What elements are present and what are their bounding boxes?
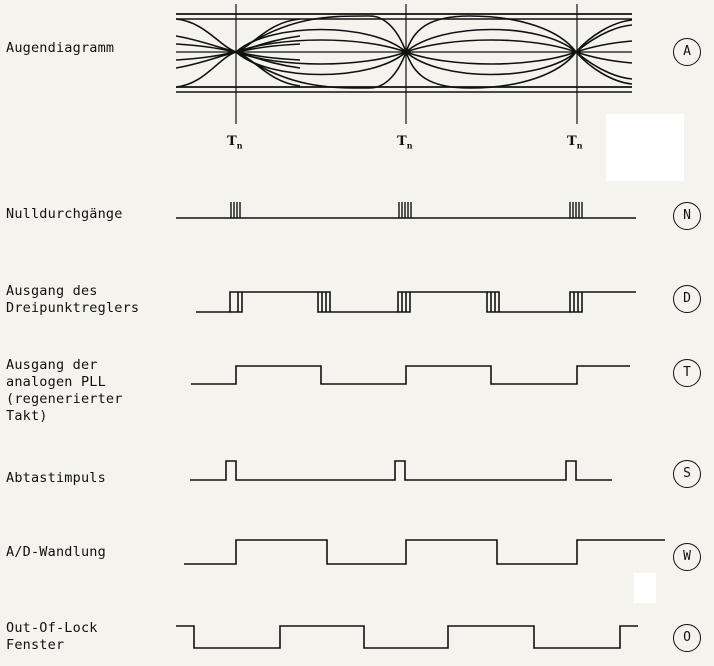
badge-n: N xyxy=(673,202,701,230)
badge-s: S xyxy=(673,460,701,488)
tick-label-2: Tn xyxy=(397,134,413,151)
badge-a: A xyxy=(673,38,701,66)
label-abtastimpuls: Abtastimpuls xyxy=(6,470,106,486)
wave-abtastimpuls xyxy=(190,460,612,481)
wave-out-of-lock xyxy=(176,625,638,649)
scan-patch xyxy=(606,114,684,181)
wave-nulldurchgaenge xyxy=(176,202,636,219)
badge-w: W xyxy=(673,543,701,571)
badge-t: T xyxy=(673,359,701,387)
wave-pll-takt xyxy=(191,365,630,385)
label-ad-wandlung: A/D-Wandlung xyxy=(6,544,106,560)
label-augendiagramm: Augendiagramm xyxy=(6,40,115,56)
eye-diagram xyxy=(175,13,633,93)
scan-patch xyxy=(634,573,656,603)
label-dreipunktregler: Ausgang des Dreipunktreglers xyxy=(6,283,140,316)
badge-d: D xyxy=(673,285,701,313)
wave-ad-wandlung xyxy=(184,539,665,565)
label-nulldurchgaenge: Nulldurchgänge xyxy=(6,206,123,222)
tick-label-3: Tn xyxy=(567,134,583,151)
label-analoge-pll: Ausgang der analogen PLL (regenerierter … xyxy=(6,357,123,424)
label-out-of-lock: Out-Of-Lock Fenster xyxy=(6,620,98,653)
badge-o: O xyxy=(673,624,701,652)
tick-label-1: Tn xyxy=(227,134,243,151)
wave-dreipunktregler xyxy=(196,291,636,313)
